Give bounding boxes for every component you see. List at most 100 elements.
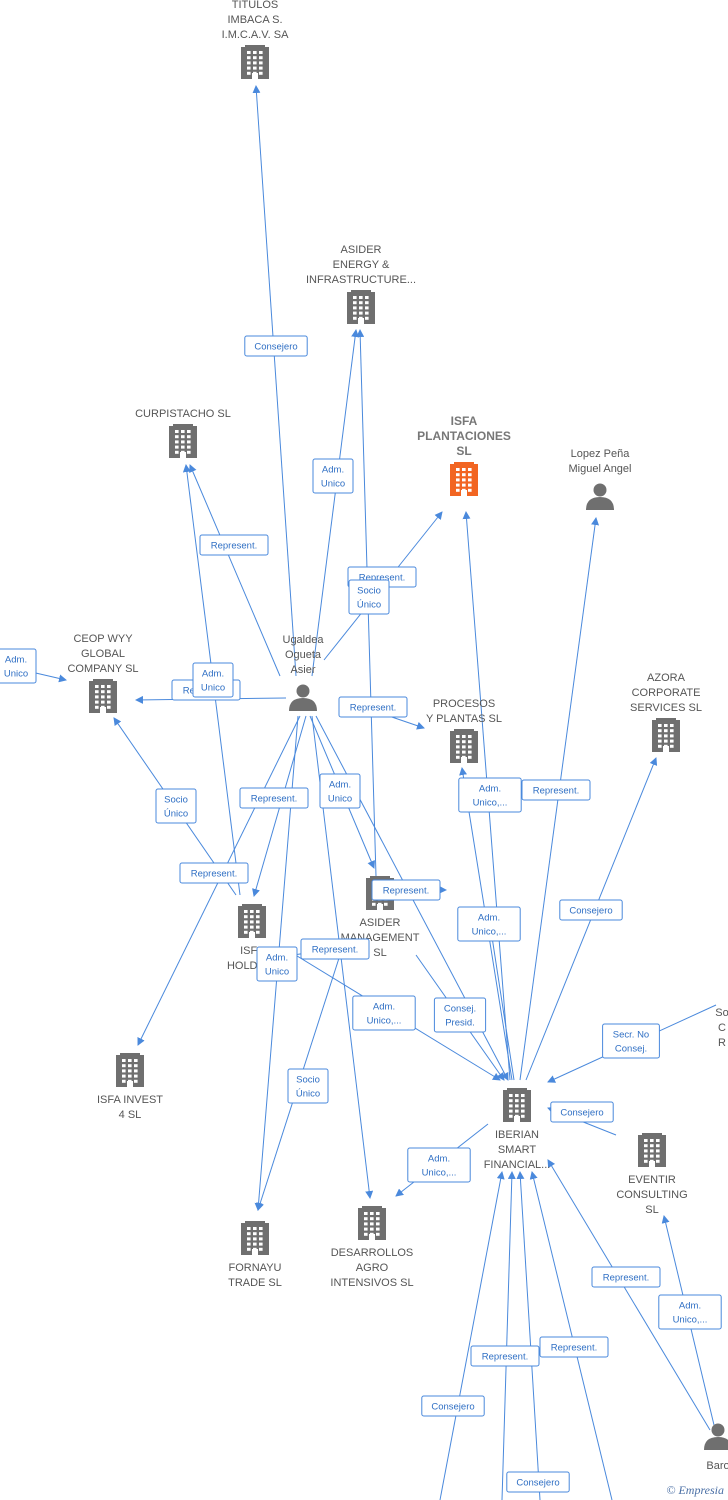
building-window: [456, 468, 460, 471]
edge-label[interactable]: Consejero: [559, 899, 623, 921]
edge-label[interactable]: Represent.: [521, 779, 591, 801]
node-label: TITULOS: [232, 0, 278, 11]
edge-label[interactable]: Consej.Presid.: [433, 997, 487, 1033]
edge-label[interactable]: Consejero: [244, 335, 308, 357]
building-window: [656, 1144, 660, 1148]
edge-label[interactable]: Adm.Unico: [0, 648, 37, 684]
building-window: [644, 1139, 648, 1142]
node-label: Ugaldea: [283, 634, 325, 646]
edge-label[interactable]: Represent.: [300, 938, 370, 960]
node-baro_partial[interactable]: Baro: [704, 1423, 728, 1473]
edge-label[interactable]: Adm.Unico: [192, 662, 234, 698]
edge-label[interactable]: Adm.Unico,...: [457, 906, 521, 942]
building-window: [376, 1232, 380, 1236]
building-roof: [245, 1221, 265, 1224]
edge-label[interactable]: Consejero: [550, 1101, 614, 1123]
edge-label-text: Represent.: [312, 945, 358, 956]
edge-label-text: Represent.: [350, 703, 396, 714]
building-icon: [89, 679, 117, 713]
building-window: [259, 71, 263, 75]
edge-label[interactable]: Adm.Unico,...: [458, 777, 522, 813]
building-window: [95, 690, 99, 694]
edge-label-text: Represent.: [251, 794, 297, 805]
edge-label-text: Represent.: [551, 1343, 597, 1354]
building-icon: [116, 1053, 144, 1087]
building-window: [175, 450, 179, 454]
building-roof: [454, 729, 474, 732]
edge-label[interactable]: Adm.Unico,...: [658, 1294, 722, 1330]
building-window: [509, 1114, 513, 1118]
building-window: [259, 51, 263, 54]
edge-label-text: Consejero: [560, 1108, 603, 1119]
building-window: [456, 750, 460, 754]
edge-label[interactable]: Adm.Unico: [256, 946, 298, 982]
edge-label[interactable]: Adm.Unico,...: [352, 995, 416, 1031]
building-window: [456, 473, 460, 477]
node-iberian[interactable]: IBERIANSMARTFINANCIAL...: [484, 1088, 551, 1171]
node-curpistacho[interactable]: CURPISTACHO SL: [135, 408, 231, 458]
building-window: [128, 1074, 132, 1078]
building-window: [107, 700, 111, 704]
building-door: [252, 73, 258, 79]
edge-label[interactable]: Represent.: [338, 696, 408, 718]
edge-label[interactable]: Represent.: [239, 787, 309, 809]
edge-label[interactable]: Represent.: [371, 879, 441, 901]
edge-label[interactable]: Adm.Unico: [319, 773, 361, 809]
person-head: [593, 483, 607, 497]
building-window: [175, 445, 179, 449]
building-window: [658, 729, 662, 733]
building-window: [656, 1149, 660, 1153]
edge-label[interactable]: Represent.: [199, 534, 269, 556]
building-window: [259, 1232, 263, 1236]
building-window: [181, 445, 185, 449]
edge-label[interactable]: Represent.: [179, 862, 249, 884]
edge-label[interactable]: Represent.: [591, 1266, 661, 1288]
edge-label[interactable]: Represent.: [539, 1336, 609, 1358]
building-window: [359, 311, 363, 315]
building-window: [353, 316, 357, 320]
edge-label-box: [300, 938, 370, 960]
building-window: [247, 61, 251, 65]
building-window: [644, 1154, 648, 1158]
edge-label-text: Unico: [265, 967, 289, 978]
edge-label-text: Represent.: [211, 541, 257, 552]
edge-label[interactable]: Adm.Unico: [312, 458, 354, 494]
edge-label[interactable]: Adm.Unico,...: [407, 1147, 471, 1183]
building-window: [670, 729, 674, 733]
edge-label[interactable]: Consejero: [421, 1395, 485, 1417]
edge-label[interactable]: Represent.: [470, 1345, 540, 1367]
building-window: [259, 1237, 263, 1241]
building-window: [95, 685, 99, 688]
empresia-watermark[interactable]: © Empresia: [666, 1483, 724, 1498]
building-window: [128, 1064, 132, 1068]
building-window: [376, 1222, 380, 1226]
node-label: Y PLANTAS SL: [426, 713, 502, 725]
edge-label-text: Consejero: [569, 906, 612, 917]
edge-label[interactable]: Consejero: [506, 1471, 570, 1493]
building-window: [376, 1212, 380, 1215]
building-window: [384, 902, 388, 906]
building-window: [128, 1059, 132, 1062]
building-window: [670, 724, 674, 727]
node-label: ISFA INVEST: [97, 1094, 163, 1106]
edge-label-box: [521, 779, 591, 801]
building-window: [244, 915, 248, 919]
